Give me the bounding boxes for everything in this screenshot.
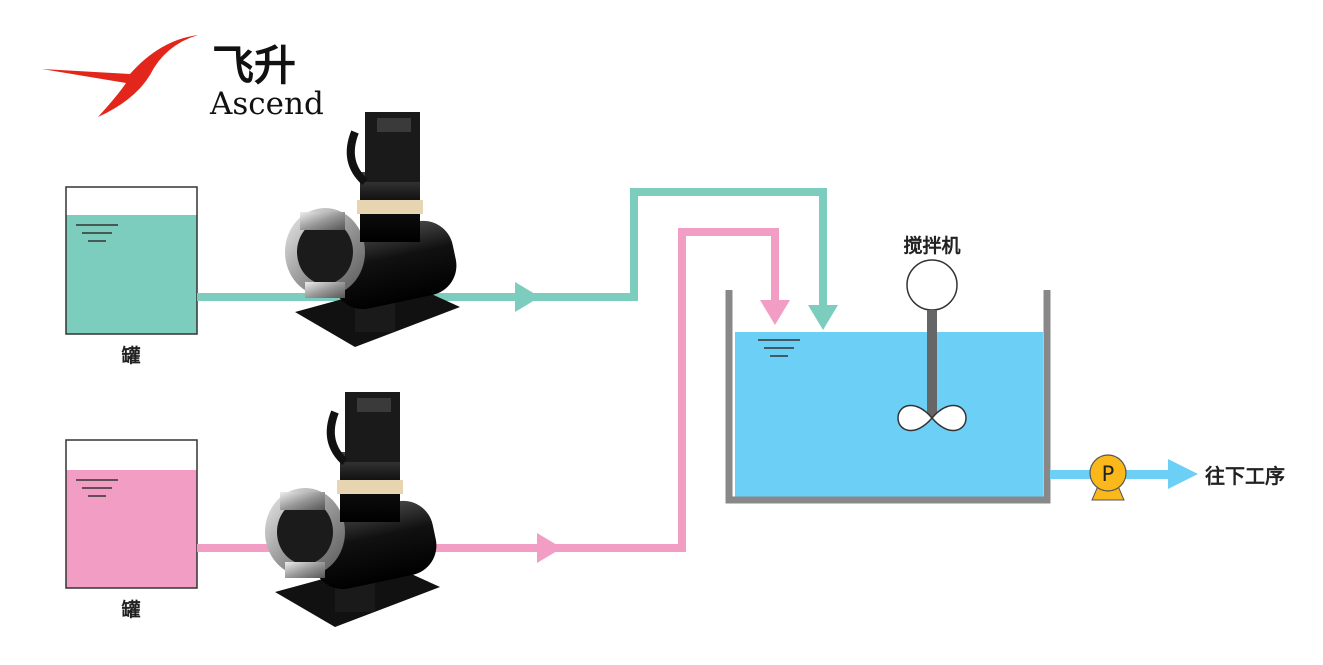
flow-arrow-icon — [515, 282, 540, 312]
tank-label: 罐 — [120, 344, 140, 367]
metering-pump-icon — [265, 392, 442, 627]
liquid-level-icon — [76, 224, 118, 242]
flow-arrow-icon — [808, 305, 838, 330]
source-tank-2: 罐 — [65, 439, 198, 621]
pink-pipe — [197, 228, 790, 563]
liquid-level-icon — [76, 479, 118, 497]
liquid-level-icon — [758, 339, 800, 357]
mixer-label: 搅拌机 — [903, 234, 960, 257]
logo-chinese-text: 飞升 — [212, 41, 296, 90]
stirrer-icon — [897, 259, 967, 432]
teal-pipe — [197, 188, 838, 330]
logo-english-text: Ascend — [209, 86, 324, 122]
pump-icon: P — [1089, 454, 1127, 501]
flow-arrow-icon — [1168, 459, 1198, 489]
flow-arrow-icon — [760, 300, 790, 325]
outlet-line: P 往下工序 — [1050, 454, 1285, 501]
flow-arrow-icon — [537, 533, 562, 563]
source-tank-1: 罐 — [65, 186, 198, 367]
metering-pump-icon — [285, 112, 462, 347]
outlet-label: 往下工序 — [1205, 464, 1285, 488]
company-logo: 飞升 Ascend — [42, 35, 324, 122]
pump-symbol: P — [1102, 462, 1115, 486]
bird-logo-icon — [42, 35, 198, 117]
mixing-tank — [725, 290, 1051, 504]
tank-label: 罐 — [120, 598, 140, 621]
